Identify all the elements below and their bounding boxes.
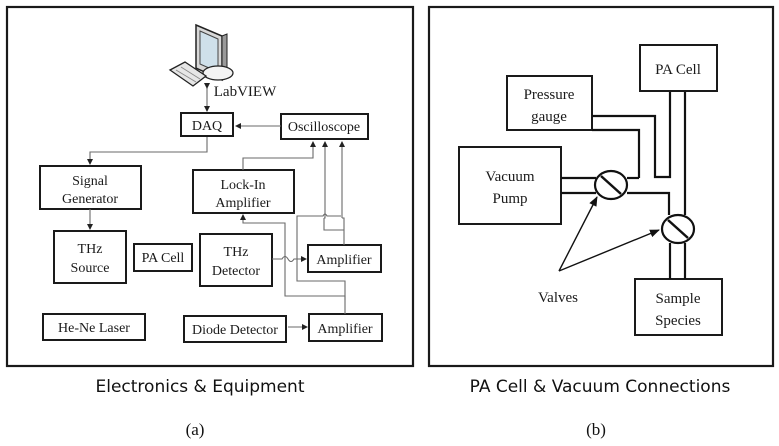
thz-detector-label-1: THz — [224, 245, 249, 260]
amplifier-1-box — [307, 244, 382, 273]
valve-2-icon — [660, 213, 696, 245]
daq-box — [180, 112, 234, 137]
signal-generator-box — [39, 165, 142, 210]
thz-detector-box — [199, 233, 273, 287]
panel-a-caption: Electronics & Equipment — [96, 377, 305, 397]
panel-b: PA Cell Pressure gauge Vacuum Pump Sampl… — [427, 5, 775, 368]
amplifier-1-label: Amplifier — [316, 253, 372, 268]
lock-in-label-1: Lock-In — [220, 178, 265, 193]
panel-b-frame — [427, 5, 775, 368]
diode-detector-box — [183, 315, 287, 343]
lock-in-label-2: Amplifier — [215, 196, 271, 211]
panel-a-frame — [5, 5, 415, 368]
amplifier-2-box — [308, 313, 383, 342]
valve-1-icon — [593, 169, 629, 201]
panel-b-sublabel: (b) — [586, 420, 606, 439]
pressure-gauge-box — [506, 75, 593, 131]
lock-in-amplifier-box — [192, 169, 295, 214]
vacuum-pump-box — [458, 146, 562, 225]
pa-cell-b-box — [639, 44, 718, 92]
sample-species-box — [634, 278, 723, 336]
vacuum-pump-label-2: Pump — [492, 191, 527, 207]
signal-generator-label-1: Signal — [72, 174, 108, 189]
signal-generator-label-2: Generator — [62, 192, 118, 207]
amplifier-2-label: Amplifier — [317, 322, 373, 337]
thz-source-label-2: Source — [71, 261, 110, 276]
sample-species-label-1: Sample — [656, 291, 701, 307]
pa-cell-label: PA Cell — [142, 251, 185, 266]
sample-species-label-2: Species — [655, 313, 701, 329]
pressure-gauge-label-2: gauge — [531, 109, 567, 125]
he-ne-laser-label: He-Ne Laser — [58, 321, 130, 336]
daq-label: DAQ — [192, 119, 222, 134]
diode-detector-label: Diode Detector — [192, 323, 278, 338]
panel-a-sublabel: (a) — [186, 420, 205, 439]
pa-cell-b-label: PA Cell — [655, 62, 701, 78]
oscilloscope-label: Oscilloscope — [288, 120, 360, 135]
vacuum-pump-label-1: Vacuum — [485, 169, 534, 185]
vacuum-pipes — [561, 92, 687, 279]
he-ne-laser-box — [42, 313, 146, 341]
panel-b-caption: PA Cell & Vacuum Connections — [470, 377, 731, 397]
thz-detector-label-2: Detector — [212, 264, 261, 279]
pa-cell-box — [133, 243, 193, 272]
panel-a: LabVIEW DAQ Oscilloscope Signal Generato… — [5, 5, 415, 368]
thz-source-label-1: THz — [78, 242, 103, 257]
labview-label: LabVIEW — [214, 84, 277, 100]
valves-label: Valves — [538, 290, 578, 306]
oscilloscope-box — [280, 113, 369, 140]
thz-source-box — [53, 230, 127, 284]
computer-icon — [168, 23, 234, 87]
pressure-gauge-label-1: Pressure — [524, 87, 575, 103]
